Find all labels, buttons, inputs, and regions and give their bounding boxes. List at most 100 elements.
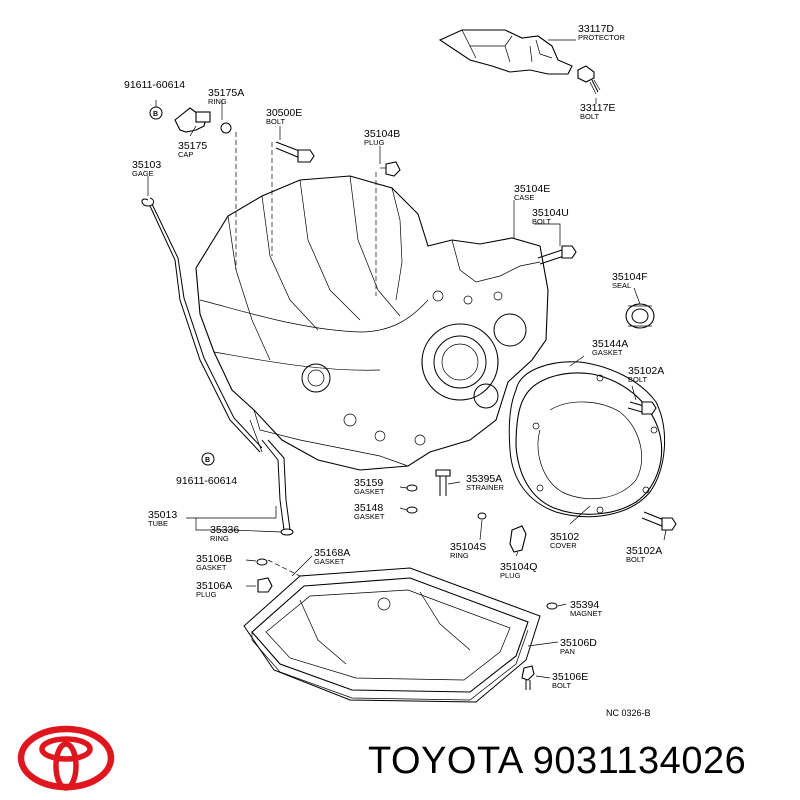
part-number: 35104S	[450, 541, 486, 553]
part-label-35102[interactable]: 35102 COVER	[550, 531, 579, 550]
part-number: 30500E	[266, 107, 302, 119]
part-number: 35336	[210, 524, 239, 536]
brand-name: TOYOTA	[368, 740, 522, 782]
footer-title: TOYOTA 9031134026	[368, 740, 746, 783]
part-name: RING	[450, 551, 469, 560]
gasket-35159-drawing	[406, 484, 418, 492]
bolt-35106e-drawing	[521, 665, 535, 690]
part-name: COVER	[550, 541, 577, 550]
part-number: 35104U	[532, 207, 569, 219]
part-number: 35144A	[592, 338, 628, 350]
oil-pan-gasket-drawing	[243, 559, 541, 703]
part-label-30500e[interactable]: 30500E BOLT	[266, 107, 302, 126]
part-name: GASKET	[354, 512, 385, 521]
leader-lines	[147, 39, 667, 679]
bolt-35104u-drawing	[537, 245, 577, 265]
part-number: 35394	[570, 599, 599, 611]
part-number: 35168A	[314, 547, 350, 559]
bolt-30500e-drawing	[275, 141, 315, 163]
part-name: PLUG	[500, 571, 521, 580]
part-label-35148[interactable]: 35148 GASKET	[354, 502, 385, 521]
part-name: STRAINER	[466, 483, 505, 492]
part-label-35106b[interactable]: 35106B GASKET	[196, 553, 232, 572]
part-name: GASKET	[314, 557, 345, 566]
part-label-35336[interactable]: 35336 RING	[210, 524, 239, 543]
gasket-35148-drawing	[406, 506, 418, 514]
part-label-35104e[interactable]: 35104E CASE	[514, 183, 550, 202]
part-label-35104u[interactable]: 35104U BOLT	[532, 207, 569, 226]
svg-text:B: B	[153, 111, 158, 118]
part-name: PLUG	[364, 138, 385, 147]
part-label-35168a[interactable]: 35168A GASKET	[314, 547, 350, 566]
part-label-35175a[interactable]: 35175A RING	[208, 87, 244, 106]
part-name: BOLT	[532, 217, 551, 226]
part-label-35103[interactable]: 35103 GAGE	[132, 159, 161, 178]
part-label-35159[interactable]: 35159 GASKET	[354, 477, 385, 496]
part-label-35106a[interactable]: 35106A PLUG	[196, 580, 232, 599]
part-number: 35395A	[466, 473, 502, 485]
part-number-title: 9031134026	[532, 740, 747, 782]
part-name: BOLT	[628, 375, 647, 384]
magnet-drawing	[546, 602, 558, 610]
part-label-35102a-lower[interactable]: 35102A BOLT	[626, 545, 662, 564]
part-label-35013[interactable]: 35013 TUBE	[148, 509, 177, 528]
plug-35104q-drawing	[509, 525, 527, 553]
bolt-35102a-upper-drawing	[627, 401, 657, 415]
bolt-33117e-drawing	[577, 65, 601, 95]
part-name: RING	[208, 97, 227, 106]
part-label-35175[interactable]: 35175 CAP	[178, 140, 207, 159]
part-name: TUBE	[148, 519, 168, 528]
gage-drawing	[141, 197, 263, 453]
ring-35104s-drawing	[477, 512, 487, 520]
part-name: RING	[210, 534, 229, 543]
part-name: BOLT	[266, 117, 285, 126]
diagram-reference: NC 0326-B	[606, 708, 651, 718]
part-name: BOLT	[552, 681, 571, 690]
part-number: 33117E	[580, 102, 615, 114]
part-number: 35175	[178, 140, 207, 152]
part-name: CASE	[514, 193, 534, 202]
part-label-91611-lower[interactable]: 91611-60614	[176, 475, 237, 487]
badge-b-lower: B	[201, 452, 215, 466]
part-label-91611-top[interactable]: 91611-60614	[124, 79, 185, 91]
part-name: GAGE	[132, 169, 154, 178]
part-number: 35104E	[514, 183, 550, 195]
part-label-33117e[interactable]: 33117E BOLT	[580, 102, 615, 121]
part-name: PLUG	[196, 590, 217, 599]
part-name: SEAL	[612, 281, 631, 290]
part-label-35394[interactable]: 35394 MAGNET	[570, 599, 603, 618]
part-number: 35106A	[196, 580, 232, 592]
part-label-35104b[interactable]: 35104B PLUG	[364, 128, 400, 147]
part-label-35106d[interactable]: 35106D PAN	[560, 637, 597, 656]
tube-drawing	[261, 439, 294, 536]
part-label-35104f[interactable]: 35104F SEAL	[612, 271, 648, 290]
part-name: BOLT	[626, 555, 645, 564]
part-number: 33117D	[578, 23, 614, 35]
part-label-35144a[interactable]: 35144A GASKET	[592, 338, 628, 357]
part-number: 91611-60614	[124, 79, 185, 91]
part-number: 35106B	[196, 553, 232, 565]
part-label-35102a-upper[interactable]: 35102A BOLT	[628, 365, 664, 384]
cover-drawing	[515, 372, 663, 515]
svg-text:B: B	[205, 457, 210, 464]
part-label-35395a[interactable]: 35395A STRAINER	[466, 473, 505, 492]
part-number: 35106E	[552, 671, 588, 683]
strainer-drawing	[435, 469, 451, 496]
part-label-35106e[interactable]: 35106E BOLT	[552, 671, 588, 690]
part-label-35104q[interactable]: 35104Q PLUG	[500, 561, 537, 580]
plug-35106a-drawing	[257, 577, 273, 593]
bolt-35102a-lower-drawing	[641, 511, 677, 531]
transaxle-case-drawing	[195, 132, 549, 471]
badge-b-top: B	[149, 106, 163, 120]
part-number: 35148	[354, 502, 383, 514]
part-name: MAGNET	[570, 609, 603, 618]
part-number: 35104Q	[500, 561, 537, 573]
part-name: GASKET	[196, 563, 227, 572]
part-name: PROTECTOR	[578, 33, 626, 42]
part-label-33117d[interactable]: 33117D PROTECTOR	[578, 23, 626, 42]
part-name: CAP	[178, 150, 193, 159]
part-label-35104s[interactable]: 35104S RING	[450, 541, 486, 560]
part-name: GASKET	[354, 487, 385, 496]
gasket-35106b-drawing	[256, 558, 268, 566]
